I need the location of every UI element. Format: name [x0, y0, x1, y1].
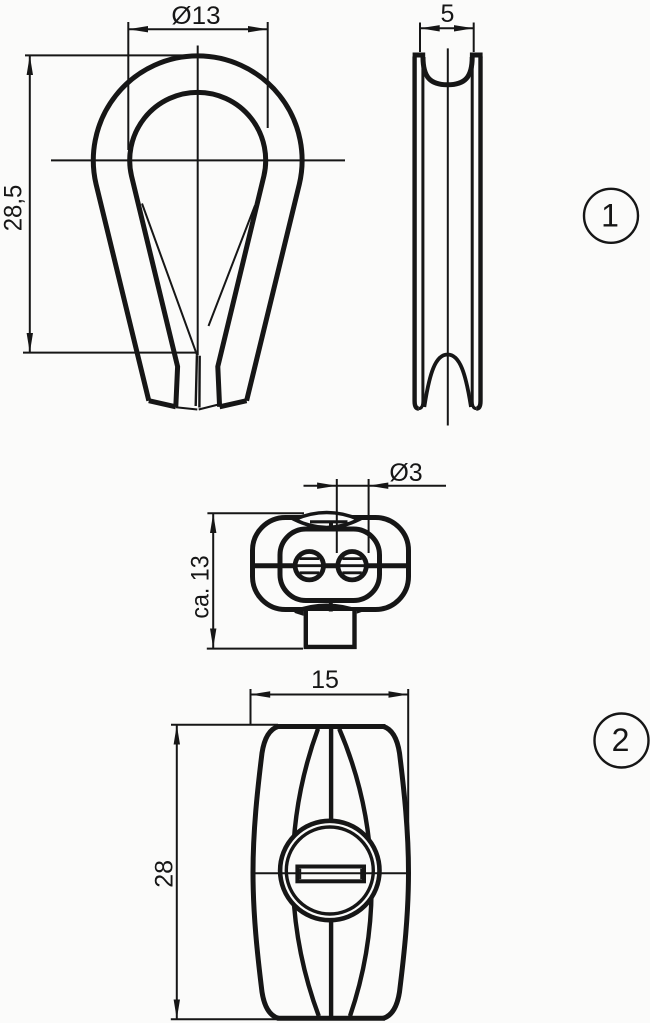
svg-text:Ø3: Ø3	[389, 459, 422, 487]
svg-text:28,5: 28,5	[0, 185, 28, 232]
svg-text:ca. 13: ca. 13	[187, 555, 215, 618]
svg-text:Ø13: Ø13	[171, 2, 220, 30]
svg-text:2: 2	[612, 722, 630, 758]
svg-text:1: 1	[601, 198, 619, 234]
svg-text:5: 5	[441, 0, 455, 28]
svg-text:15: 15	[311, 666, 339, 694]
svg-text:28: 28	[151, 860, 179, 888]
